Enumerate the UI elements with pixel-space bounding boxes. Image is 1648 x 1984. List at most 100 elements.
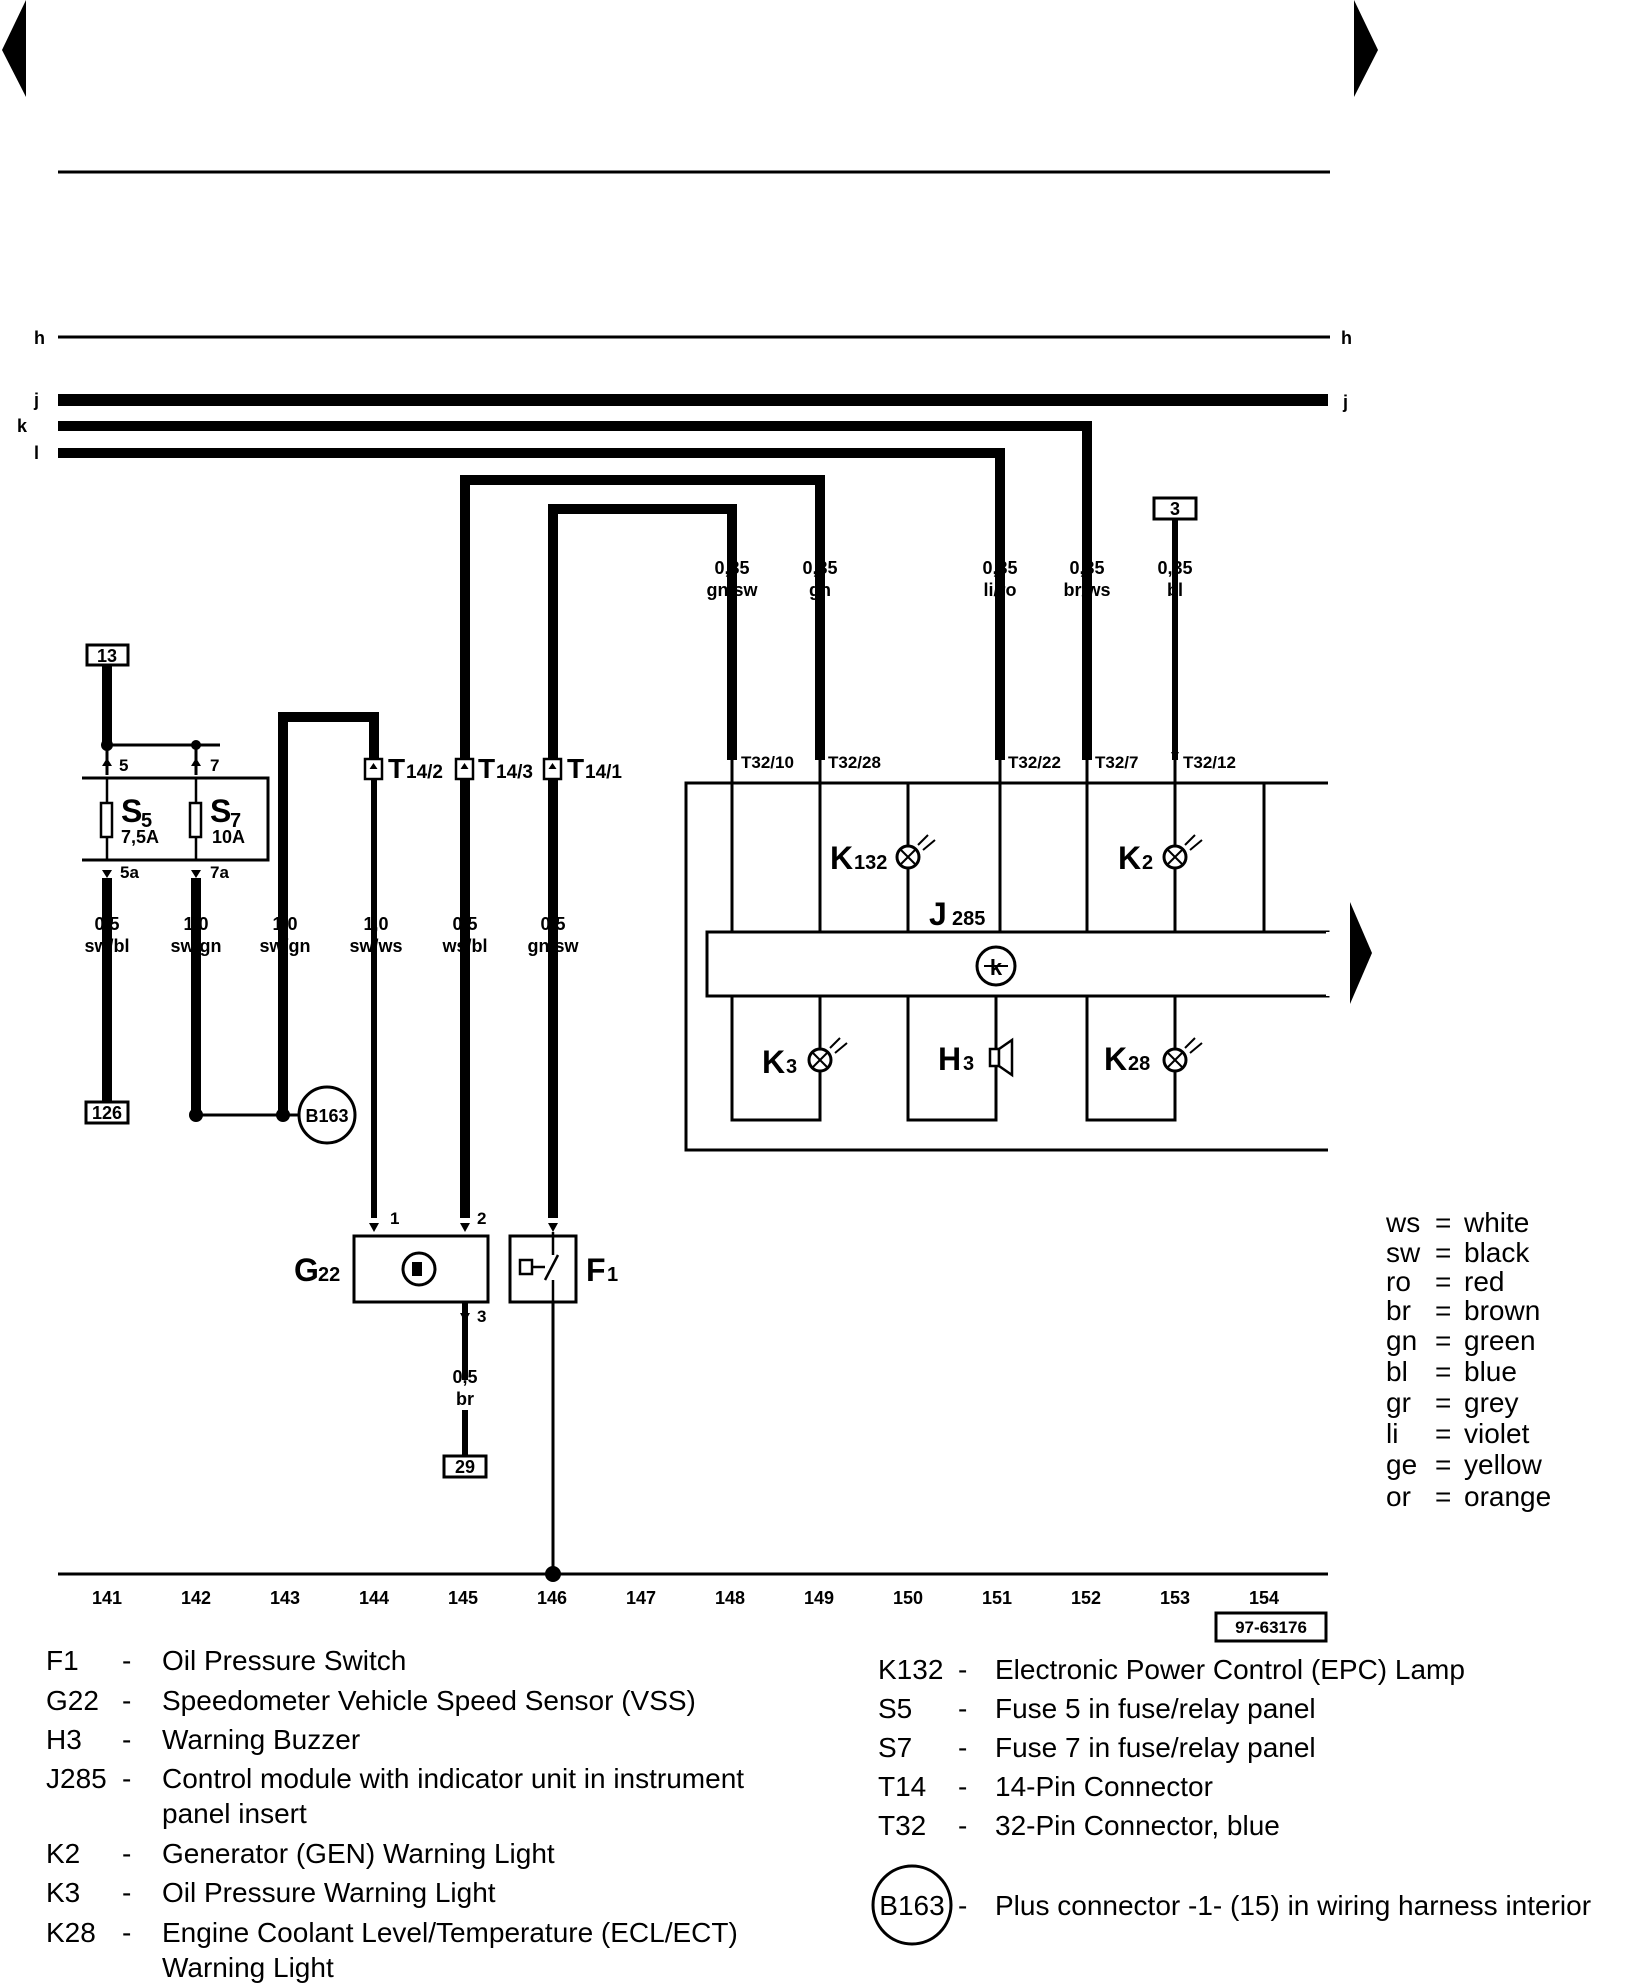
- svg-text:G22: G22: [46, 1685, 99, 1716]
- svg-text:32-Pin Connector, blue: 32-Pin Connector, blue: [995, 1810, 1280, 1841]
- previous-page-arrow[interactable]: [2, 0, 26, 97]
- svg-text:K3: K3: [46, 1877, 80, 1908]
- svg-text:K132: K132: [878, 1654, 943, 1685]
- svg-text:G: G: [294, 1252, 319, 1288]
- svg-text:2: 2: [477, 1209, 486, 1228]
- svg-text:97-63176: 97-63176: [1235, 1618, 1307, 1637]
- svg-text:-: -: [122, 1763, 131, 1794]
- svg-text:=: =: [1435, 1266, 1451, 1297]
- svg-text:K: K: [762, 1044, 785, 1080]
- next-page-arrow[interactable]: [1354, 0, 1378, 97]
- svg-text:B163: B163: [879, 1890, 944, 1921]
- svg-text:1,0: 1,0: [272, 914, 297, 934]
- svg-text:0,5: 0,5: [540, 914, 565, 934]
- svg-text:bl: bl: [1386, 1356, 1408, 1387]
- wire-label-148: 0,35 gn/sw: [706, 558, 758, 600]
- svg-text:Plus connector -1- (15) in wir: Plus connector -1- (15) in wiring harnes…: [995, 1890, 1591, 1921]
- svg-text:132: 132: [854, 852, 887, 874]
- pin-t32-7: T32/7: [1095, 753, 1138, 772]
- svg-text:blue: blue: [1464, 1356, 1517, 1387]
- svg-text:3: 3: [477, 1307, 486, 1326]
- k132-epc-lamp: K 132: [830, 834, 936, 876]
- rail-label-h-left: h: [34, 328, 45, 348]
- svg-text:-: -: [122, 1877, 131, 1908]
- ref-box-29: 29: [442, 1454, 488, 1479]
- svg-text:10A: 10A: [212, 827, 245, 847]
- component-legend-right: K132-Electronic Power Control (EPC) Lamp…: [871, 1654, 1591, 1946]
- svg-text:or: or: [1386, 1481, 1411, 1512]
- svg-text:ws/bl: ws/bl: [441, 936, 487, 956]
- rail-label-h-right: h: [1341, 328, 1352, 348]
- svg-text:panel insert: panel insert: [162, 1798, 307, 1829]
- svg-text:3: 3: [963, 1053, 974, 1075]
- ref-box-3: 3: [1152, 496, 1198, 521]
- svg-text:Warning Light: Warning Light: [162, 1952, 334, 1983]
- svg-text:7a: 7a: [210, 863, 229, 882]
- svg-text:ro: ro: [1386, 1266, 1411, 1297]
- svg-text:Fuse 5 in fuse/relay panel: Fuse 5 in fuse/relay panel: [995, 1693, 1316, 1724]
- svg-text:J285: J285: [46, 1763, 107, 1794]
- svg-text:142: 142: [181, 1588, 211, 1608]
- svg-text:red: red: [1464, 1266, 1504, 1297]
- svg-text:147: 147: [626, 1588, 656, 1608]
- ref-box-13: 13: [85, 643, 130, 667]
- svg-text:3: 3: [1170, 499, 1180, 519]
- svg-text:T: T: [388, 753, 405, 784]
- k2-generator-warning-light: K 2: [1118, 834, 1203, 876]
- svg-text:-: -: [958, 1693, 967, 1724]
- svg-text:28: 28: [1128, 1053, 1150, 1075]
- svg-text:B163: B163: [305, 1106, 348, 1126]
- svg-text:sw: sw: [1386, 1237, 1421, 1268]
- svg-text:148: 148: [715, 1588, 745, 1608]
- pin-t32-28: T32/28: [828, 753, 881, 772]
- svg-text:gn: gn: [809, 580, 831, 600]
- svg-text:0,35: 0,35: [1069, 558, 1104, 578]
- svg-text:-: -: [958, 1771, 967, 1802]
- svg-text:145: 145: [448, 1588, 478, 1608]
- svg-text:22: 22: [318, 1264, 340, 1286]
- svg-text:ws: ws: [1385, 1207, 1420, 1238]
- svg-text:-: -: [122, 1917, 131, 1948]
- svg-text:7: 7: [230, 810, 241, 832]
- svg-text:Speedometer Vehicle Speed Sens: Speedometer Vehicle Speed Sensor (VSS): [162, 1685, 696, 1716]
- svg-text:-: -: [958, 1654, 967, 1685]
- t14-connectors: T 14/2 T 14/3 T 14/1: [363, 753, 622, 784]
- rail-label-k-left: k: [17, 416, 28, 436]
- h3-warning-buzzer: H 3: [938, 1037, 1014, 1078]
- svg-text:Warning Buzzer: Warning Buzzer: [162, 1724, 360, 1755]
- wire-label-153: 0,35 bl: [1157, 558, 1192, 600]
- svg-text:-: -: [958, 1890, 967, 1921]
- svg-text:Electronic Power Control (EPC): Electronic Power Control (EPC) Lamp: [995, 1654, 1465, 1685]
- svg-text:T32: T32: [878, 1810, 926, 1841]
- svg-text:14-Pin Connector: 14-Pin Connector: [995, 1771, 1213, 1802]
- svg-text:S5: S5: [878, 1693, 912, 1724]
- svg-text:orange: orange: [1464, 1481, 1551, 1512]
- g22-speed-sensor: 1 2 3 G 22: [294, 1209, 490, 1380]
- svg-text:1,0: 1,0: [363, 914, 388, 934]
- svg-text:T14: T14: [878, 1771, 926, 1802]
- svg-text:1: 1: [390, 1209, 399, 1228]
- svg-text:14/3: 14/3: [496, 762, 533, 783]
- fuse-s5-label: S: [121, 793, 142, 829]
- svg-text:K: K: [830, 840, 853, 876]
- svg-text:152: 152: [1071, 1588, 1101, 1608]
- svg-text:K: K: [1104, 1041, 1127, 1077]
- continue-right-arrow[interactable]: [1350, 902, 1372, 1004]
- switch-icon: [518, 1258, 534, 1276]
- svg-text:149: 149: [804, 1588, 834, 1608]
- svg-text:2: 2: [1142, 852, 1153, 874]
- svg-text:white: white: [1463, 1207, 1529, 1238]
- pin-t32-10: T32/10: [741, 753, 794, 772]
- svg-text:143: 143: [270, 1588, 300, 1608]
- svg-text:0,35: 0,35: [982, 558, 1017, 578]
- diagram-id: 97-63176: [1214, 1611, 1328, 1643]
- svg-text:sw/ws: sw/ws: [349, 936, 402, 956]
- svg-text:Fuse 7 in fuse/relay panel: Fuse 7 in fuse/relay panel: [995, 1732, 1316, 1763]
- buzzer-icon: [988, 1047, 1001, 1068]
- fuse-s7-label: S: [210, 793, 231, 829]
- wire-label-143: 1,0 sw/gn: [259, 914, 310, 956]
- svg-text:F1: F1: [46, 1645, 79, 1676]
- svg-text:gr: gr: [1386, 1387, 1411, 1418]
- svg-text:-: -: [122, 1838, 131, 1869]
